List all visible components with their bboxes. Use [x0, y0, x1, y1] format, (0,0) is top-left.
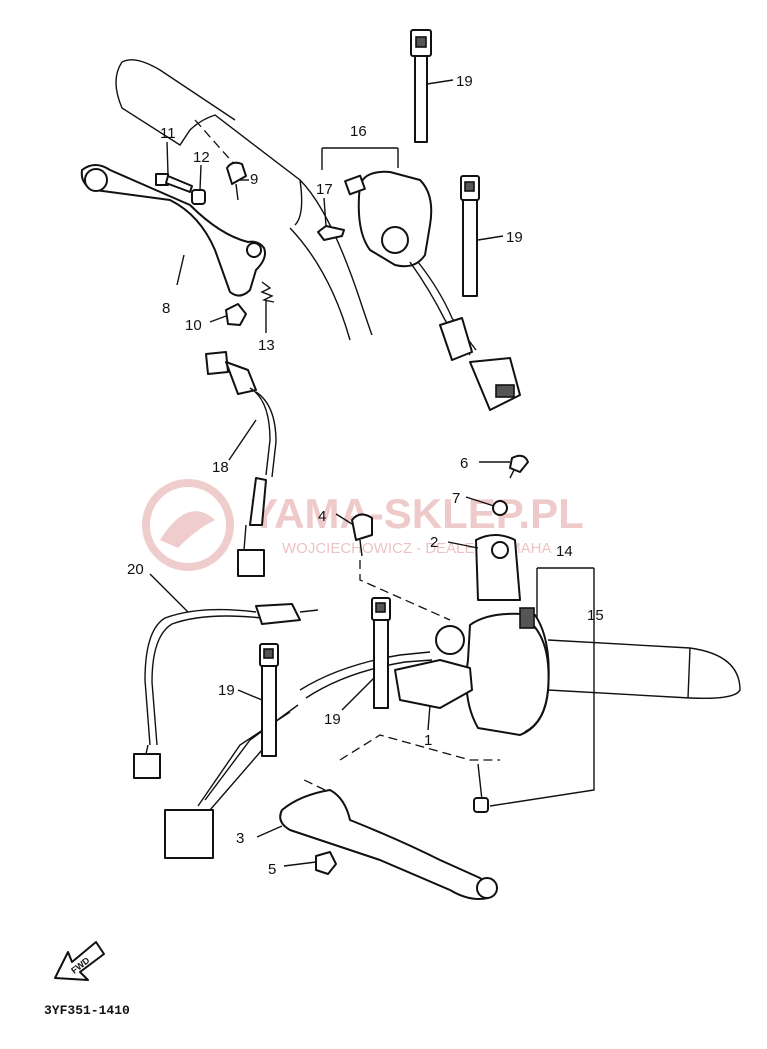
collar	[191, 189, 206, 205]
spring	[260, 281, 275, 303]
right-handlebar-grip	[547, 639, 741, 700]
callout-7: 7	[452, 490, 460, 507]
brake-lever-nut	[315, 851, 337, 875]
callout-8: 8	[162, 300, 170, 317]
callout-2: 2	[430, 534, 438, 551]
clutch-lever	[80, 164, 266, 297]
callout-19-c: 19	[218, 682, 235, 699]
callout-labels: 11 12 9 8 10 13 16 17 19 19 18 6 7 4 2 1…	[127, 73, 604, 878]
left-handlebar-grip	[115, 59, 373, 341]
callout-19-d: 19	[324, 711, 341, 728]
watermark-logo	[142, 479, 234, 571]
callout-13: 13	[258, 337, 275, 354]
callout-11: 11	[160, 125, 176, 142]
watermark-title: YAMA-SKLEP.PL	[250, 490, 584, 537]
callout-19-b: 19	[506, 229, 523, 246]
callout-14: 14	[556, 543, 573, 560]
callout-4: 4	[318, 508, 326, 525]
cable-band-lower-2	[259, 643, 279, 757]
cable-band-lower-1	[371, 597, 391, 709]
master-cylinder-holder	[475, 534, 521, 601]
wire-harness	[133, 603, 433, 859]
callout-1: 1	[424, 732, 432, 749]
switch-screw	[317, 225, 345, 241]
forward-arrow-icon: FWD	[54, 941, 105, 981]
cable-band-upper-2	[460, 175, 480, 297]
centerline	[194, 119, 236, 166]
callout-17: 17	[316, 181, 333, 198]
centerline	[359, 560, 451, 621]
pivot-bolt	[155, 173, 193, 193]
callout-19-a: 19	[456, 73, 473, 90]
holder-nut	[492, 500, 508, 516]
centerline	[299, 777, 326, 791]
callout-18: 18	[212, 459, 229, 476]
callout-9: 9	[250, 171, 258, 188]
switch-bolt	[473, 763, 489, 813]
leader-lines	[149, 79, 595, 867]
callout-5: 5	[268, 861, 276, 878]
front-brake-switch	[205, 351, 277, 577]
callout-20: 20	[127, 561, 144, 578]
centerline	[339, 734, 500, 761]
adjuster-bolt	[226, 161, 247, 201]
callout-10: 10	[185, 317, 202, 334]
left-handlebar-switch	[344, 170, 521, 411]
right-switch-assembly	[394, 607, 550, 736]
holder-bolt	[351, 513, 373, 557]
callout-16: 16	[350, 123, 367, 140]
callout-12: 12	[193, 149, 210, 166]
callout-15: 15	[587, 607, 604, 624]
cable-band-upper-1	[410, 29, 432, 143]
diagram-code: 3YF351-1410	[44, 1003, 130, 1018]
holder-screw	[509, 454, 529, 479]
brake-lever	[279, 789, 498, 900]
callout-3: 3	[236, 830, 244, 847]
lever-nut	[225, 303, 247, 326]
callout-6: 6	[460, 455, 468, 472]
